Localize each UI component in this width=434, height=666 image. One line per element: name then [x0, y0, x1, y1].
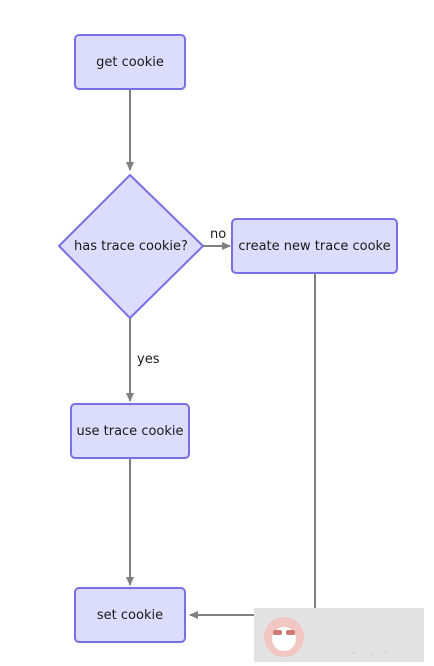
- watermark-mascot-icon: [264, 617, 387, 657]
- decision-diamond: [58, 174, 204, 319]
- node-create-new-trace-cookie-label: create new trace cooke: [238, 238, 391, 254]
- edge-create-to-set: [189, 274, 316, 619]
- node-use-trace-cookie-label: use trace cookie: [76, 423, 184, 439]
- edge-label-no: no: [210, 227, 227, 242]
- node-get-cookie-label: get cookie: [96, 54, 164, 70]
- watermark-overlay: [254, 608, 424, 662]
- edge-label-yes: yes: [137, 352, 160, 367]
- node-set-cookie: set cookie: [74, 587, 186, 643]
- node-create-new-trace-cookie: create new trace cooke: [231, 218, 398, 274]
- node-set-cookie-label: set cookie: [96, 607, 164, 623]
- node-use-trace-cookie: use trace cookie: [70, 403, 190, 459]
- node-get-cookie: get cookie: [74, 34, 186, 90]
- node-has-trace-cookie-label: has trace cookie?: [74, 238, 188, 254]
